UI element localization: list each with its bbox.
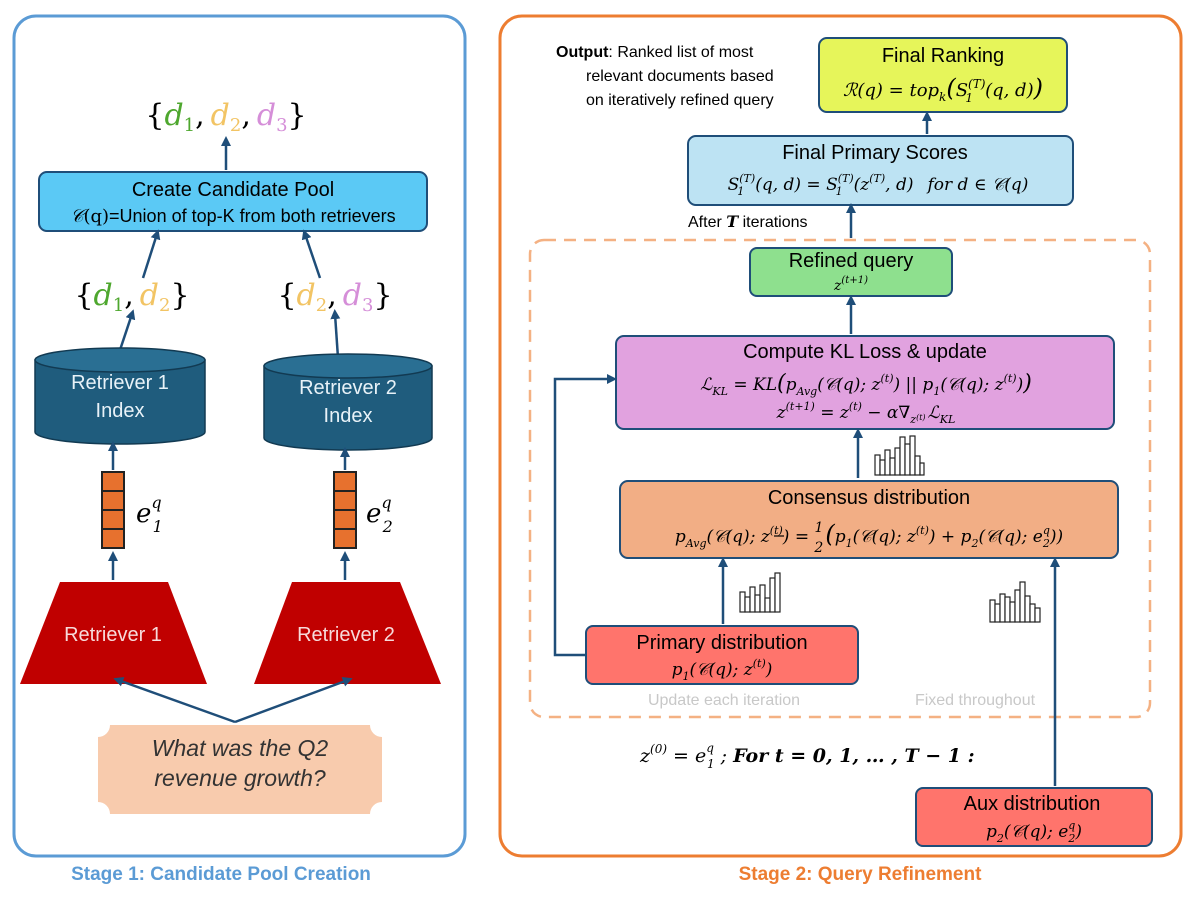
after-iterations-label: After T iterations — [688, 212, 808, 231]
retriever1-index-cylinder — [34, 347, 206, 445]
candidate-pool-desc: 𝒞(q)=Union of top-K from both retrievers — [70, 206, 395, 227]
consensus-box — [619, 480, 1119, 559]
retriever2-index-cylinder — [263, 353, 433, 451]
final-scores-formula: S(T)1(q, d) = S(T)1(z(T), d)for d ∈ 𝒞(q) — [728, 172, 1029, 198]
fixed-throughout-note: Fixed throughout — [915, 692, 1036, 709]
retriever2-result-set: {d2,d3} — [277, 278, 392, 316]
retriever2-index-label2: Index — [324, 405, 373, 427]
refined-query-title: Refined query — [789, 250, 914, 272]
histogram-icon-primary — [739, 572, 781, 613]
final-ranking-formula: ℛ(q) = topk(S(T)1(q, d)) — [843, 74, 1043, 105]
aux-distribution-box — [915, 787, 1153, 847]
stage1-output-set: {d1,d2,d3} — [145, 98, 306, 136]
output-note-line1: Output: Ranked list of most — [556, 44, 754, 61]
arrow-index1-to-set — [118, 309, 136, 351]
refined-query-var: z(t+1) — [833, 275, 868, 294]
kl-loss-title: Compute KL Loss & update — [743, 341, 987, 363]
consensus-title: Consensus distribution — [768, 487, 970, 509]
arrow-primary-to-kl — [553, 374, 617, 657]
arrow-rightset-to-pool — [301, 229, 322, 279]
arrow-query-to-retriever2 — [234, 677, 353, 724]
candidate-pool-box — [38, 171, 428, 232]
embedding-vector-2 — [333, 471, 357, 549]
retriever2-label: Retriever 2 — [297, 624, 395, 646]
final-ranking-title: Final Ranking — [882, 45, 1004, 67]
final-scores-title: Final Primary Scores — [782, 142, 968, 164]
retriever2-encoder — [254, 582, 441, 684]
aux-distribution-title: Aux distribution — [964, 793, 1101, 815]
embedding-vector-1 — [101, 471, 125, 549]
final-ranking-box — [818, 37, 1068, 113]
output-note-line3: on iteratively refined query — [586, 92, 774, 109]
query-text-line1: What was the Q2 — [152, 735, 329, 761]
kl-loss-formula: ℒKL = KL(pAvg(𝒞(q); z(t)) || p1(𝒞(q); z(… — [700, 371, 1032, 398]
retriever1-result-set: {d1,d2} — [74, 278, 189, 316]
histogram-icon-consensus — [874, 435, 925, 476]
retriever1-encoder — [20, 582, 207, 684]
arrow-query-to-retriever1 — [113, 676, 236, 724]
retriever1-index-label2: Index — [96, 400, 145, 422]
primary-distribution-formula: p1(𝒞(q); z(t)) — [672, 657, 773, 683]
histogram-icon-aux — [989, 581, 1041, 623]
primary-distribution-title: Primary distribution — [636, 632, 807, 654]
update-each-iteration-note: Update each iteration — [648, 692, 800, 709]
retriever1-label: Retriever 1 — [64, 624, 162, 646]
query-ticket — [98, 725, 382, 814]
candidate-pool-title: Create Candidate Pool — [132, 179, 334, 201]
retriever1-index-label: Retriever 1 — [71, 372, 169, 394]
iteration-loop-region — [528, 238, 1152, 719]
final-scores-box — [687, 135, 1074, 206]
output-note-line2: relevant documents based — [586, 68, 774, 85]
stage1-caption: Stage 1: Candidate Pool Creation — [71, 864, 371, 885]
stage2-caption: Stage 2: Query Refinement — [739, 864, 983, 885]
arrow-leftset-to-pool — [141, 229, 161, 279]
arrow-index2-to-set — [330, 309, 341, 359]
retriever2-index-label: Retriever 2 — [299, 377, 397, 399]
query-text-line2: revenue growth? — [154, 765, 326, 791]
kl-update-formula: z(t+1) = z(t) − α∇z(t)ℒKL — [776, 400, 956, 426]
